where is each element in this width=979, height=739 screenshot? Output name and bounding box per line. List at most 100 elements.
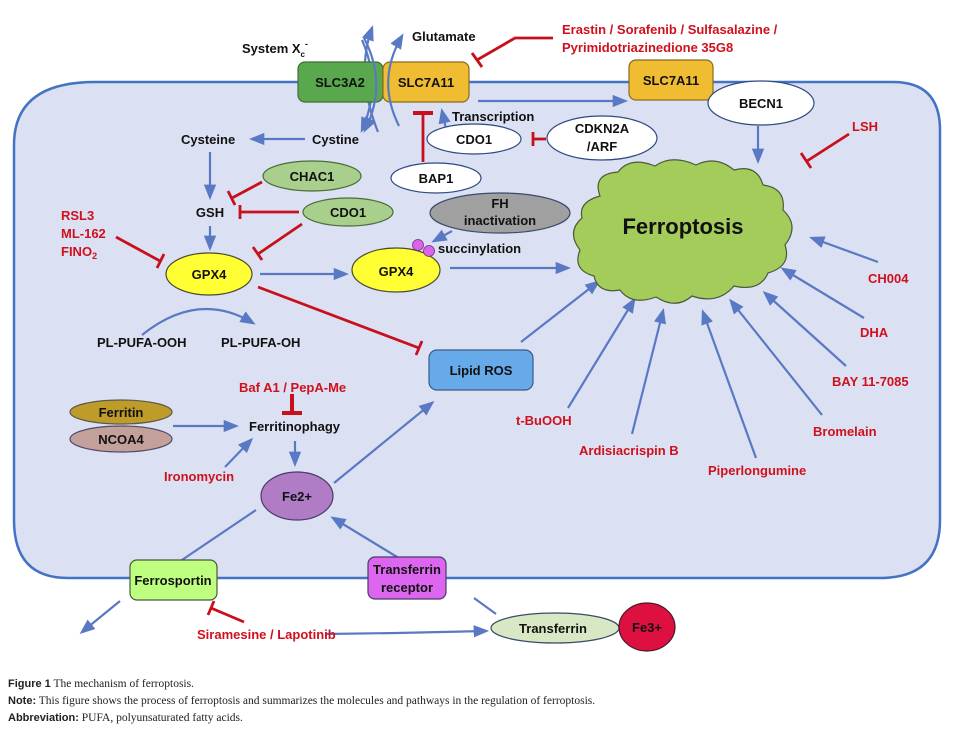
arrow-pufa-conversion xyxy=(141,307,256,336)
fe3-label: Fe3+ xyxy=(632,620,662,635)
ferroptosis-label: Ferroptosis xyxy=(622,214,743,239)
transcription-label: Transcription xyxy=(452,109,534,124)
bap1-node xyxy=(390,162,482,194)
ferrosportin-box xyxy=(129,559,218,601)
inducer-piperlongumine: Piperlongumine xyxy=(708,463,806,478)
fh-label-line2: inactivation xyxy=(464,213,536,228)
inhibit-erastin-bar xyxy=(470,52,484,68)
arrow-ironomycin xyxy=(224,437,254,468)
slc3a2-label: SLC3A2 xyxy=(315,75,365,90)
ferrosportin-label: Ferrosportin xyxy=(134,573,211,588)
arrow-bay xyxy=(762,290,847,367)
inhibit-lsh xyxy=(806,132,850,163)
inducer-ch004: CH004 xyxy=(868,271,909,286)
ferritin-label: Ferritin xyxy=(99,405,144,420)
inducer-bay: BAY 11-7085 xyxy=(832,374,909,389)
cdkn2a-label-line2: /ARF xyxy=(587,139,617,154)
inducer-dha: DHA xyxy=(860,325,889,340)
fh-inactivation-node xyxy=(429,192,571,234)
inhibit-rsl3-bar xyxy=(155,253,166,269)
inhibitor-erastin-line2: Pyrimidotriazinedione 35G8 xyxy=(562,40,733,55)
cdo1-green-node xyxy=(302,197,394,227)
arrow-cdo1-to-slc7a11 xyxy=(438,107,451,130)
slc7a11-label: SLC7A11 xyxy=(398,75,454,90)
caption-figure-label: Figure 1 xyxy=(8,678,51,690)
inhibitor-siramesine: Siramesine / Lapotinib xyxy=(197,627,336,642)
fe2-label: Fe2+ xyxy=(282,489,312,504)
fh-label-line1: FH xyxy=(491,196,508,211)
inhibit-chac1-bar xyxy=(226,190,237,206)
antiporter-arc-right xyxy=(387,33,404,127)
becn1-node xyxy=(707,80,815,126)
transferrin-label: Transferrin xyxy=(519,621,587,636)
inducer-ardisiacrispin: Ardisiacrispin B xyxy=(579,443,679,458)
ferroptosis-diagram: SLC3A2 SLC7A11 SLC7A11 System Xc- Glutam… xyxy=(12,22,942,652)
cdkn2a-label-line1: CDKN2A xyxy=(575,121,630,136)
arrow-receptor-to-transferrin xyxy=(473,597,497,615)
figure-caption: Figure 1 The mechanism of ferroptosis. N… xyxy=(8,676,595,727)
succinylation-label: succinylation xyxy=(438,241,521,256)
caption-abbr-label: Abbreviation: xyxy=(8,712,79,724)
arrow-ardisiacrispin xyxy=(630,308,666,435)
caption-note-text: This figure shows the process of ferropt… xyxy=(36,695,596,707)
cysteine-label: Cysteine xyxy=(181,132,235,147)
bap1-label: BAP1 xyxy=(419,171,454,186)
ncoa4-label: NCOA4 xyxy=(98,432,144,447)
caption-figure-text: The mechanism of ferroptosis. xyxy=(50,678,194,690)
inhibitor-lsh: LSH xyxy=(852,119,878,134)
inhibitor-erastin-line1: Erastin / Sorafenib / Sulfasalazine / xyxy=(562,22,778,37)
cdo1-green-label: CDO1 xyxy=(330,205,366,220)
slc7a11-box xyxy=(382,61,470,103)
succinyl-dot-2 xyxy=(423,245,435,257)
slc7a11-label-2: SLC7A11 xyxy=(643,73,699,88)
ferritinophagy-label: Ferritinophagy xyxy=(249,419,341,434)
arrow-fe2-to-ferrosportin xyxy=(175,509,257,565)
ncoa4-node xyxy=(69,425,173,453)
lipid-ros-box xyxy=(428,349,534,391)
arrow-piperlongumine xyxy=(701,309,758,459)
arrow-ch004 xyxy=(809,236,879,264)
succinyl-dot-1 xyxy=(412,239,424,251)
inhibit-gpx4-lipidros xyxy=(257,285,420,350)
inhibitor-baf-a1: Baf A1 / PepA-Me xyxy=(239,380,346,395)
arrow-bromelain xyxy=(729,298,823,416)
chac1-label: CHAC1 xyxy=(290,169,335,184)
transferrin-receptor-label-line2: receptor xyxy=(381,580,433,595)
gpx4-succinylated-node xyxy=(351,247,441,293)
system-xc-label: System Xc- xyxy=(242,39,308,59)
slc7a11-box-2 xyxy=(628,59,714,101)
arrow-dha xyxy=(780,267,865,319)
ferroptosis-cloud xyxy=(572,159,793,304)
inhibit-erastin xyxy=(476,36,553,62)
fe3-node xyxy=(618,602,676,652)
arrow-lipidros-to-ferroptosis xyxy=(520,280,601,343)
glutamate-label: Glutamate xyxy=(412,29,476,44)
inhibitor-ironomycin: Ironomycin xyxy=(164,469,234,484)
caption-note-label: Note: xyxy=(8,695,37,707)
inhibit-siramesine xyxy=(210,606,245,624)
arrow-fe2-to-lipidros xyxy=(333,401,435,484)
pl-pufa-oh-label: PL-PUFA-OH xyxy=(221,335,300,350)
becn1-label: BECN1 xyxy=(739,96,783,111)
cdo1-label: CDO1 xyxy=(456,132,492,147)
inducer-bromelain: Bromelain xyxy=(813,424,877,439)
cystine-label: Cystine xyxy=(312,132,359,147)
transferrin-receptor-box xyxy=(367,556,447,600)
inhibitor-fino2: FINO2 xyxy=(61,244,97,261)
antiporter-arc-left xyxy=(363,37,378,133)
inhibit-cdo1-gpx4-bar xyxy=(251,246,264,261)
gsh-label: GSH xyxy=(196,205,224,220)
arrow-siramesine-to-transferrin xyxy=(324,625,490,638)
gpx4-succinylated-label: GPX4 xyxy=(379,264,414,279)
transferrin-receptor-label-line1: Transferrin xyxy=(373,562,441,577)
cell-membrane xyxy=(12,80,942,580)
caption-abbreviation: Abbreviation: PUFA, polyunsaturated fatt… xyxy=(8,710,595,727)
inhibit-lsh-bar xyxy=(799,152,813,169)
arrow-fh-to-succinylation xyxy=(431,229,453,243)
arrow-tbuooh xyxy=(567,297,636,409)
arrow-ferrosportin-out xyxy=(79,600,121,634)
inhibitor-rsl3: RSL3 xyxy=(61,208,94,223)
caption-note: Note: This figure shows the process of f… xyxy=(8,693,595,710)
gpx4-label: GPX4 xyxy=(192,267,227,282)
inhibit-siramesine-bar xyxy=(206,600,216,616)
